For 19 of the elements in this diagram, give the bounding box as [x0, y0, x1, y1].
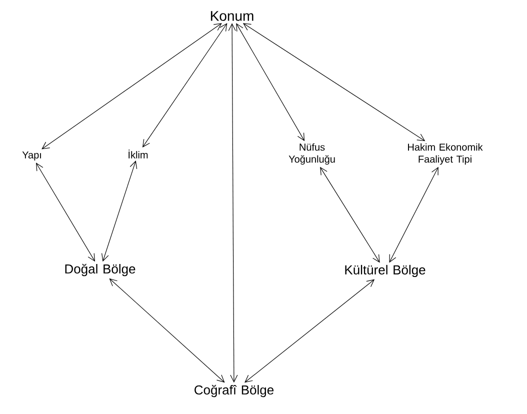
arrow — [142, 23, 228, 148]
arrow — [236, 23, 305, 142]
region-label: Doğal Bölge — [65, 264, 136, 276]
arrow — [320, 166, 380, 263]
factor-label: Yapı — [22, 152, 41, 160]
arrow — [42, 23, 222, 150]
factor-label: Hakim Ekonomik Faaliyet Tipi — [408, 143, 483, 165]
region-label: Coğrafî Bölge — [194, 384, 274, 398]
arrow — [36, 162, 96, 262]
arrow — [102, 160, 138, 262]
factor-label: Nüfus Yoğunluğu — [288, 143, 335, 165]
region-label: Kültürel Bölge — [345, 264, 426, 278]
arrow — [242, 23, 426, 142]
factor-label: İklim — [128, 150, 148, 158]
level-label: Konum — [210, 11, 254, 21]
arrow — [109, 278, 225, 383]
arrow — [228, 23, 238, 383]
arrow — [389, 166, 438, 263]
arrow — [244, 279, 375, 383]
